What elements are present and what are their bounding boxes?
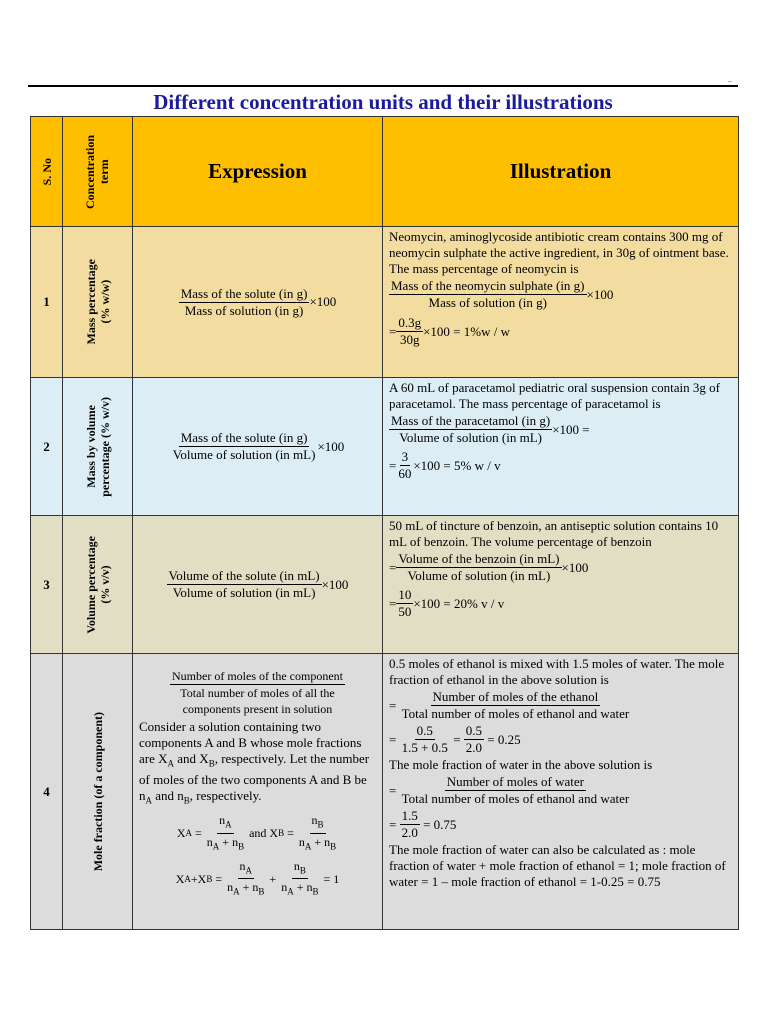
illustration-cell: A 60 mL of paracetamol pediatric oral su… xyxy=(382,377,739,516)
illustration-cell: 50 mL of tincture of benzoin, an antisep… xyxy=(382,515,739,654)
concentration-table: S. No Concentration term Expression Illu… xyxy=(30,116,739,930)
term-cell: Mass percentage(% w/w) xyxy=(62,226,133,378)
table-row: 4 Mole fraction (of a component) Number … xyxy=(30,653,739,930)
expression-cell: Volume of the solute (in mL) Volume of s… xyxy=(132,515,383,654)
illustration-text: Neomycin, aminoglycoside antibiotic crea… xyxy=(389,229,729,276)
illustration-text: A 60 mL of paracetamol pediatric oral su… xyxy=(389,380,720,411)
expression-cell: Mass of the solute (in g) Volume of solu… xyxy=(132,377,383,516)
illustration-cell: 0.5 moles of ethanol is mixed with 1.5 m… xyxy=(382,653,739,930)
illustration-text: 0.5 moles of ethanol is mixed with 1.5 m… xyxy=(389,656,725,687)
expression-fraction: Mass of the solute (in g) Mass of soluti… xyxy=(178,285,310,318)
expression-fraction: Volume of the solute (in mL) Volume of s… xyxy=(166,568,322,600)
row-number: 2 xyxy=(30,377,63,516)
term-cell: Mole fraction (of a component) xyxy=(62,653,133,930)
illustration-cell: Neomycin, aminoglycoside antibiotic crea… xyxy=(382,226,739,378)
term-cell: Volume percentage(% v/v) xyxy=(62,515,133,654)
table-row: 1 Mass percentage(% w/w) Mass of the sol… xyxy=(30,226,739,378)
header-row: S. No Concentration term Expression Illu… xyxy=(30,116,739,227)
illustration-text: The mole fraction of water in the above … xyxy=(389,757,653,772)
corner-mark: _ xyxy=(728,74,732,83)
expression-fraction: Number of moles of the component Total n… xyxy=(170,669,345,716)
table-row: 3 Volume percentage(% v/v) Volume of the… xyxy=(30,515,739,654)
header-expression: Expression xyxy=(132,116,383,227)
illustration-text: The mole fraction of water can also be c… xyxy=(389,842,726,889)
row-number: 3 xyxy=(30,515,63,654)
header-sno: S. No xyxy=(30,116,63,227)
page-title: Different concentration units and their … xyxy=(153,90,613,114)
expression-cell: Mass of the solute (in g) Mass of soluti… xyxy=(132,226,383,378)
expression-fraction: Mass of the solute (in g) Volume of solu… xyxy=(172,430,316,462)
row-number: 1 xyxy=(30,226,63,378)
row-number: 4 xyxy=(30,653,63,930)
illustration-text: 50 mL of tincture of benzoin, an antisep… xyxy=(389,518,719,549)
header-term: Concentration term xyxy=(62,116,133,227)
top-rule xyxy=(28,85,738,87)
expression-cell: Number of moles of the component Total n… xyxy=(132,653,383,930)
header-illustration: Illustration xyxy=(382,116,739,227)
